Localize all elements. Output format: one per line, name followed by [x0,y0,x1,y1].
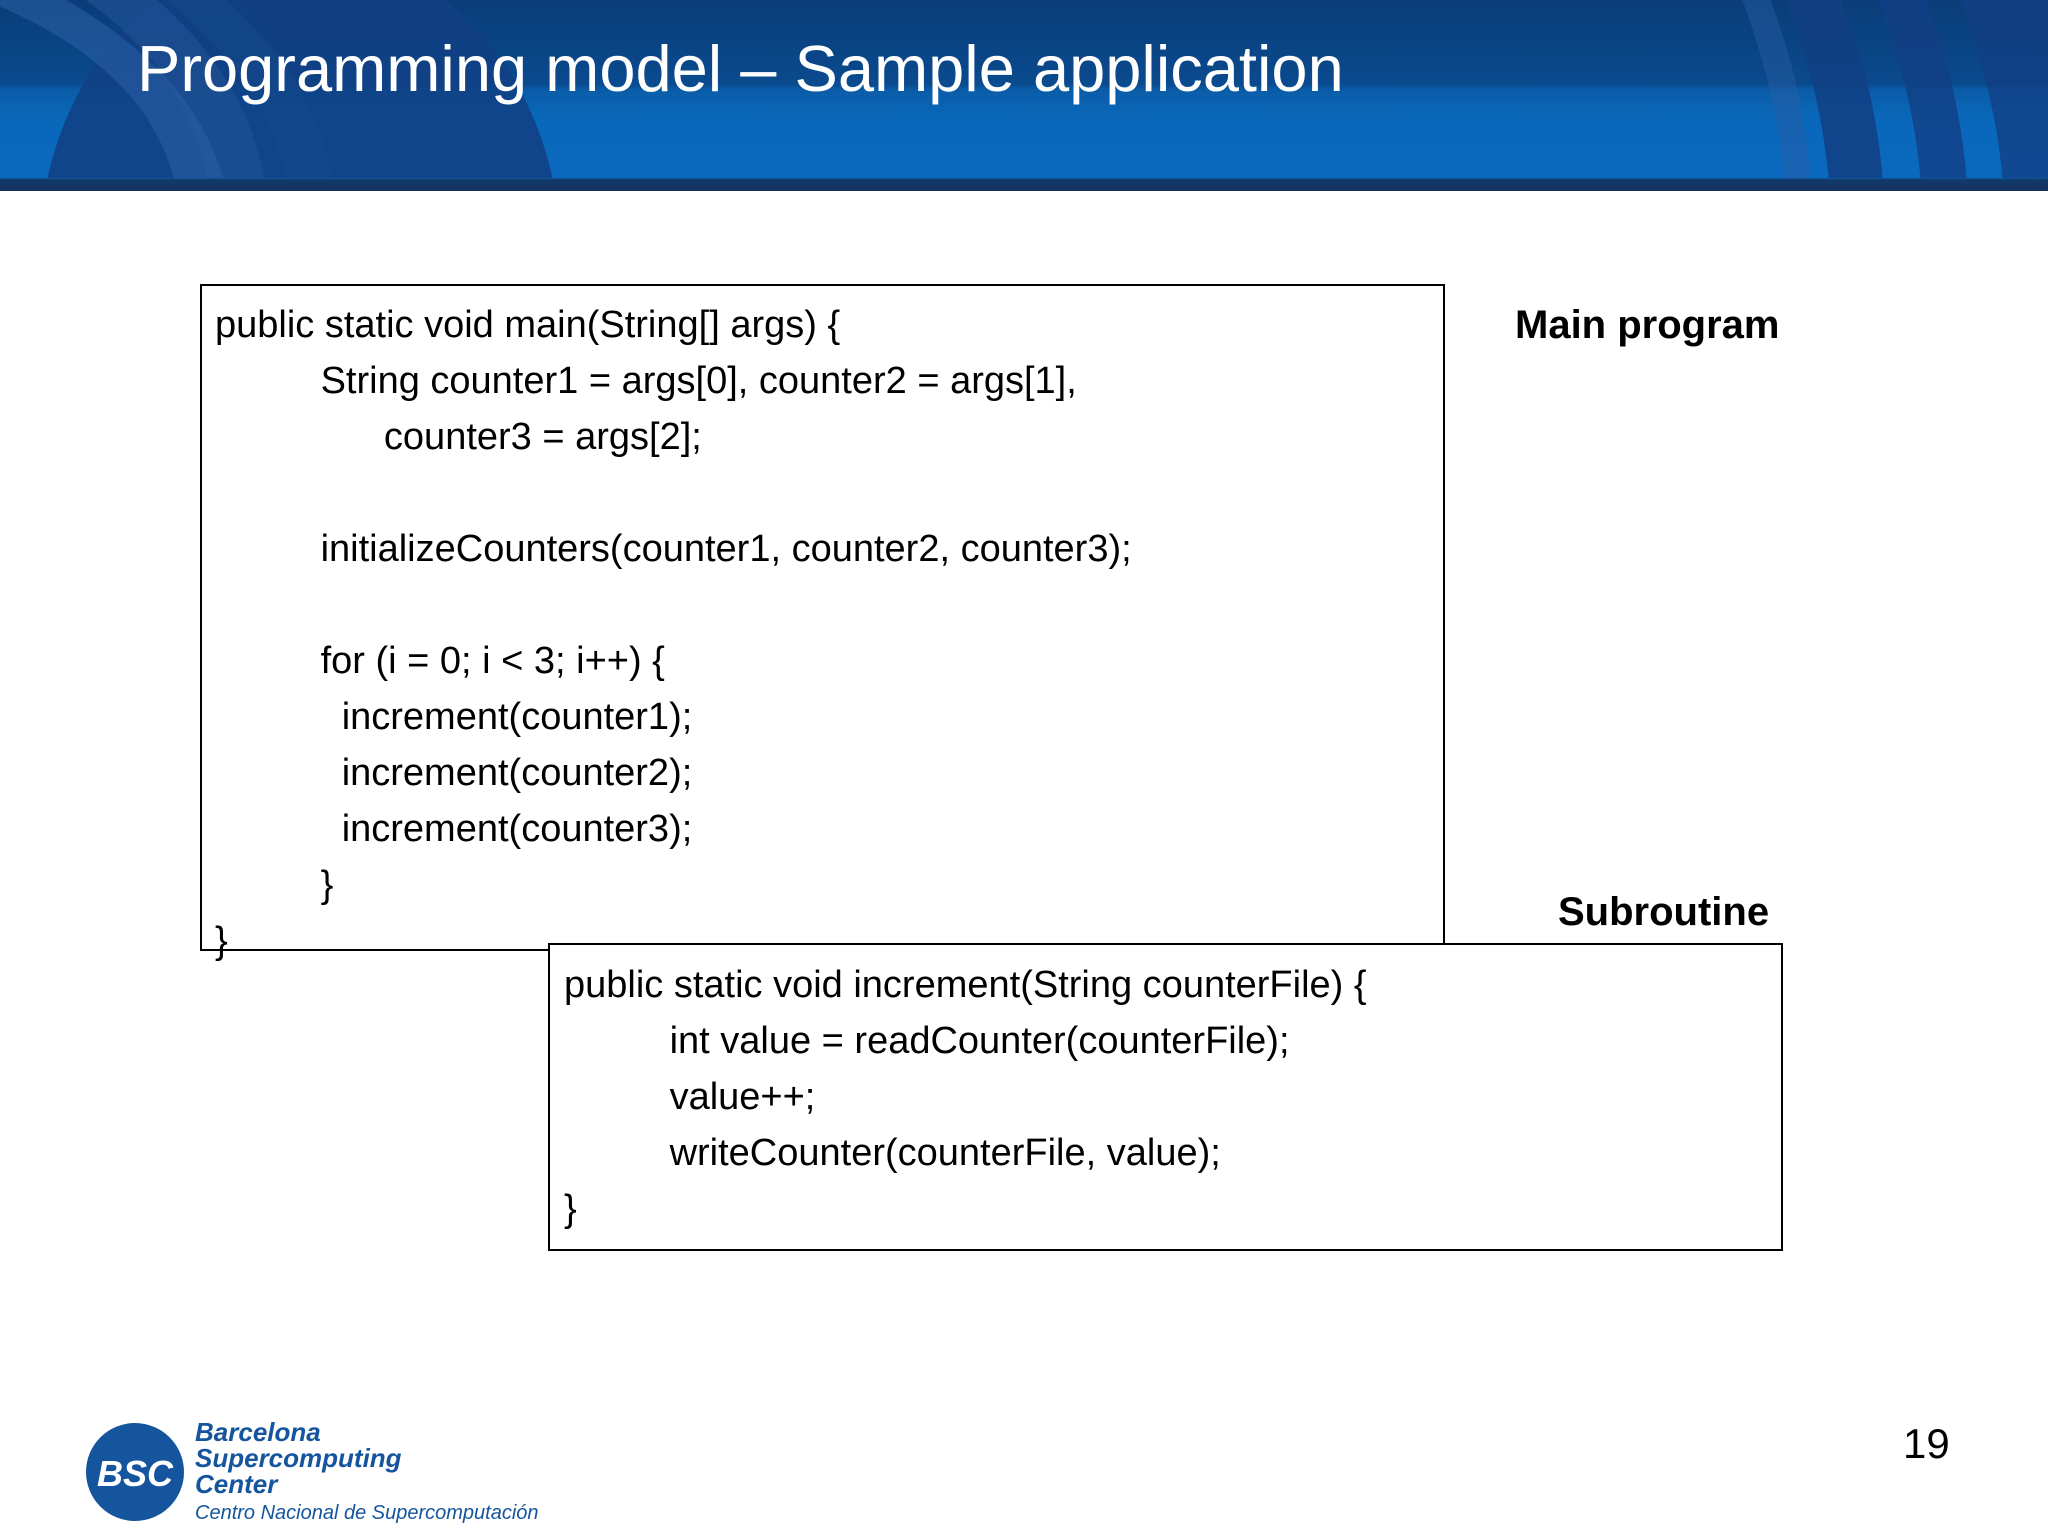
page-title: Programming model – Sample application [137,32,1344,105]
header-decorative-arcs [0,0,2048,178]
bsc-circle-logo-icon: BSC [62,1416,184,1528]
bsc-line-supercomputing: Supercomputing [195,1443,402,1473]
main-program-code: public static void main(String[] args) {… [215,304,1132,962]
main-program-code-box: public static void main(String[] args) {… [200,284,1445,962]
page-number: 19 [1903,1420,1950,1467]
bsc-wordmark: Barcelona Supercomputing Center Centro N… [195,1417,539,1525]
svg-text:BSC: BSC [97,1453,174,1494]
bsc-line-barcelona: Barcelona [195,1417,321,1447]
main-program-label: Main program [1515,303,1780,347]
slide-header: Programming model – Sample application [0,0,2048,191]
bsc-logo: BSC Barcelona Supercomputing Center Cent… [52,1416,539,1528]
subroutine-code-box: public static void increment(String coun… [548,943,1783,1251]
subroutine-label: Subroutine [1558,890,1770,934]
bsc-line-center: Center [195,1469,278,1499]
subroutine-code: public static void increment(String coun… [564,964,1367,1230]
bsc-tagline: Centro Nacional de Supercomputación [195,1502,539,1524]
